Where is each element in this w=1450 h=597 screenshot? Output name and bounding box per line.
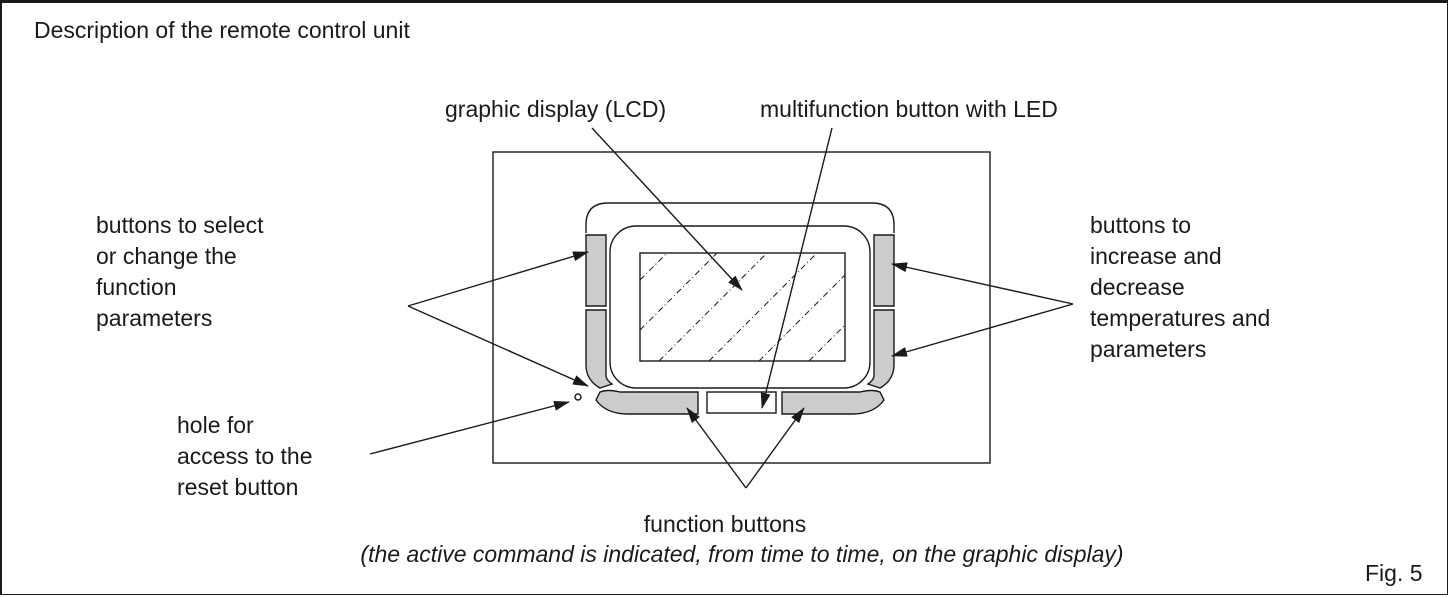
lcd-hatching: [639, 252, 846, 362]
label-reset-hole-line: access to the: [177, 443, 313, 469]
bottom-right-function-button[interactable]: [781, 389, 885, 415]
label-increase-decrease-line: decrease: [1090, 274, 1185, 300]
page-title: Description of the remote control unit: [34, 17, 410, 43]
label-increase-decrease-line: buttons to: [1090, 212, 1192, 238]
right-lower-decrease-button[interactable]: [866, 309, 895, 389]
caption: (the active command is indicated, from t…: [360, 541, 1124, 567]
right-upper-increase-button[interactable]: [873, 234, 895, 307]
label-increase-decrease-line: parameters: [1090, 336, 1207, 362]
label-increase-decrease-line: increase and: [1090, 243, 1222, 269]
left-upper-select-button[interactable]: [585, 234, 607, 307]
label-select-change-line: parameters: [96, 305, 213, 331]
lcd-display: [639, 252, 846, 362]
remote-housing: [492, 151, 991, 464]
left-lower-select-button[interactable]: [585, 309, 614, 389]
label-function-buttons: function buttons: [643, 511, 807, 537]
label-increase-decrease-line: temperatures and: [1090, 305, 1271, 331]
leader-lines: [369, 127, 1074, 489]
bottom-left-function-button[interactable]: [595, 389, 699, 415]
figure-label: Fig. 5: [1365, 560, 1423, 586]
label-reset-hole-line: hole for: [177, 412, 254, 438]
reset-hole[interactable]: [574, 393, 582, 401]
label-select-change-line: or change the: [96, 243, 237, 269]
multifunction-button[interactable]: [706, 391, 777, 414]
label-reset-hole-line: reset button: [177, 474, 299, 500]
label-multifunction: multifunction button with LED: [760, 96, 1058, 122]
label-select-change-line: function: [96, 274, 177, 300]
label-lcd: graphic display (LCD): [445, 96, 667, 122]
top-arc-band: [585, 202, 895, 233]
label-select-change-line: buttons to select: [96, 212, 264, 238]
